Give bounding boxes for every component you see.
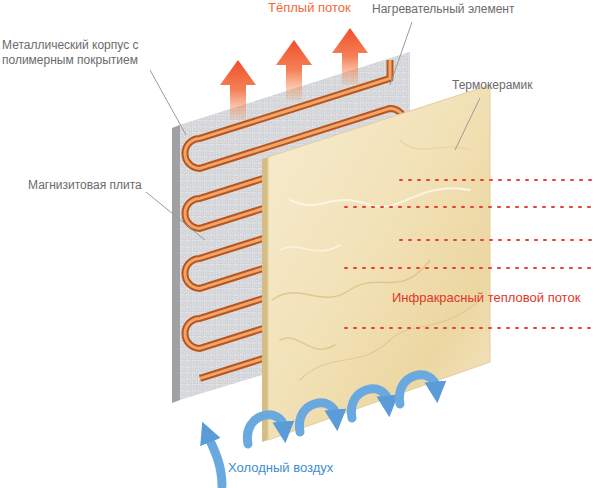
part-label: Металлический корпус с полимерным покрыт…: [2, 38, 154, 68]
marble-veins: [272, 140, 480, 380]
warm-arrow: [332, 28, 368, 85]
panel-side-edge: [172, 125, 180, 403]
warm-arrow: [220, 60, 256, 120]
part-label: Термокерамик: [452, 78, 533, 93]
infrared-rays: [345, 180, 596, 328]
warm-arrow: [276, 40, 312, 100]
thermoceramic-panel: [268, 85, 490, 440]
flow-label: Тёплый поток: [268, 0, 351, 16]
flow-label: Инфракрасный тепловой поток: [392, 290, 580, 306]
cold-air-arrows: [208, 375, 436, 486]
part-label: Нагревательный элемент: [372, 2, 514, 17]
leader-lines: [146, 22, 480, 240]
ceramic-side-edge: [262, 157, 268, 442]
part-label: Магнизитовая плита: [28, 178, 142, 193]
flow-label: Холодный воздух: [228, 460, 333, 476]
